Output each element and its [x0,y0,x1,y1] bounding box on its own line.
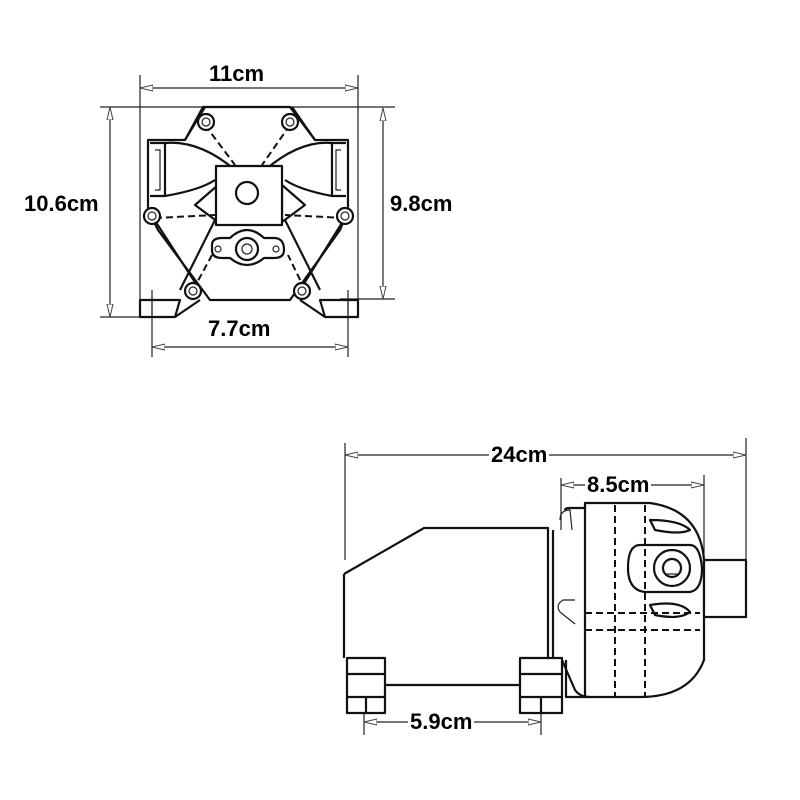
front-dimension-lines [100,75,395,357]
front-height-right-dimension-label: 9.8cm [388,191,455,216]
pump-front-view [138,105,360,319]
pump-side-view [342,501,748,715]
front-width-dimension-label: 11cm [207,61,267,86]
side-foot-spacing-dimension-label: 5.9cm [408,709,475,734]
side-length-dimension-label: 24cm [489,442,550,467]
front-base-mount-dimension-label: 7.7cm [206,316,273,341]
front-height-left-dimension-label: 10.6cm [22,191,101,216]
side-pump-head-dimension-label: 8.5cm [585,472,652,497]
bolt-holes [142,112,355,301]
